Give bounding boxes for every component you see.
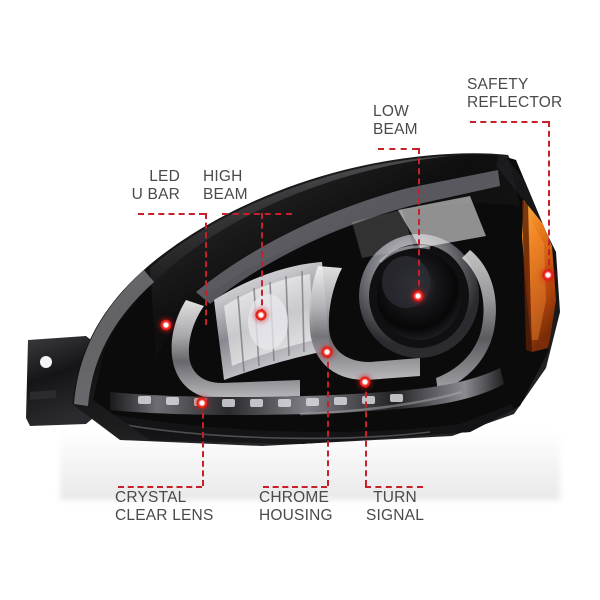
leader-line-v-crystal-clear-lens [202,403,204,486]
marker-dot-high-beam[interactable] [255,309,267,321]
leader-line-h-crystal-clear-lens [118,486,202,488]
leader-line-v-chrome-housing [327,352,329,486]
marker-dot-chrome-housing[interactable] [321,346,333,358]
leader-line-v-high-beam [261,213,263,315]
leader-line-h-chrome-housing [263,486,327,488]
chrome-housing-edge [299,390,463,416]
lens-interior [93,154,556,444]
leader-line-v-led-u-bar [205,213,207,325]
leader-line-v-turn-signal [365,382,367,486]
leader-line-v-low-beam [418,148,420,296]
callout-label-safety-reflector: SAFETY REFLECTOR [467,76,563,111]
callout-label-crystal-clear-lens: CRYSTAL CLEAR LENS [115,489,214,524]
leader-line-h-turn-signal [365,486,423,488]
crystal-clear-lens-element [214,262,330,380]
marker-dot-safety-reflector[interactable] [542,269,554,281]
marker-dot-crystal-clear-lens[interactable] [196,397,208,409]
callout-label-turn-signal: TURN SIGNAL [365,489,425,524]
center-light-guide [309,266,420,380]
marker-dot-turn-signal[interactable] [359,376,371,388]
leader-line-h-high-beam [222,213,292,215]
callout-label-led-u-bar: LED U BAR [131,168,180,203]
leader-line-h-safety-reflector [470,121,548,123]
callout-label-chrome-housing: CHROME HOUSING [259,489,333,524]
lens-gloss [150,155,520,356]
lens-highlight [398,196,486,248]
leader-line-h-led-u-bar [138,213,205,215]
marker-dot-low-beam[interactable] [412,290,424,302]
callout-label-low-beam: LOW BEAM [373,103,418,138]
leader-line-h-low-beam [378,148,418,150]
callout-label-high-beam: HIGH BEAM [203,168,248,203]
right-light-guide [436,250,496,392]
leader-line-v-safety-reflector [548,121,550,275]
marker-dot-led-u-bar[interactable] [160,319,172,331]
